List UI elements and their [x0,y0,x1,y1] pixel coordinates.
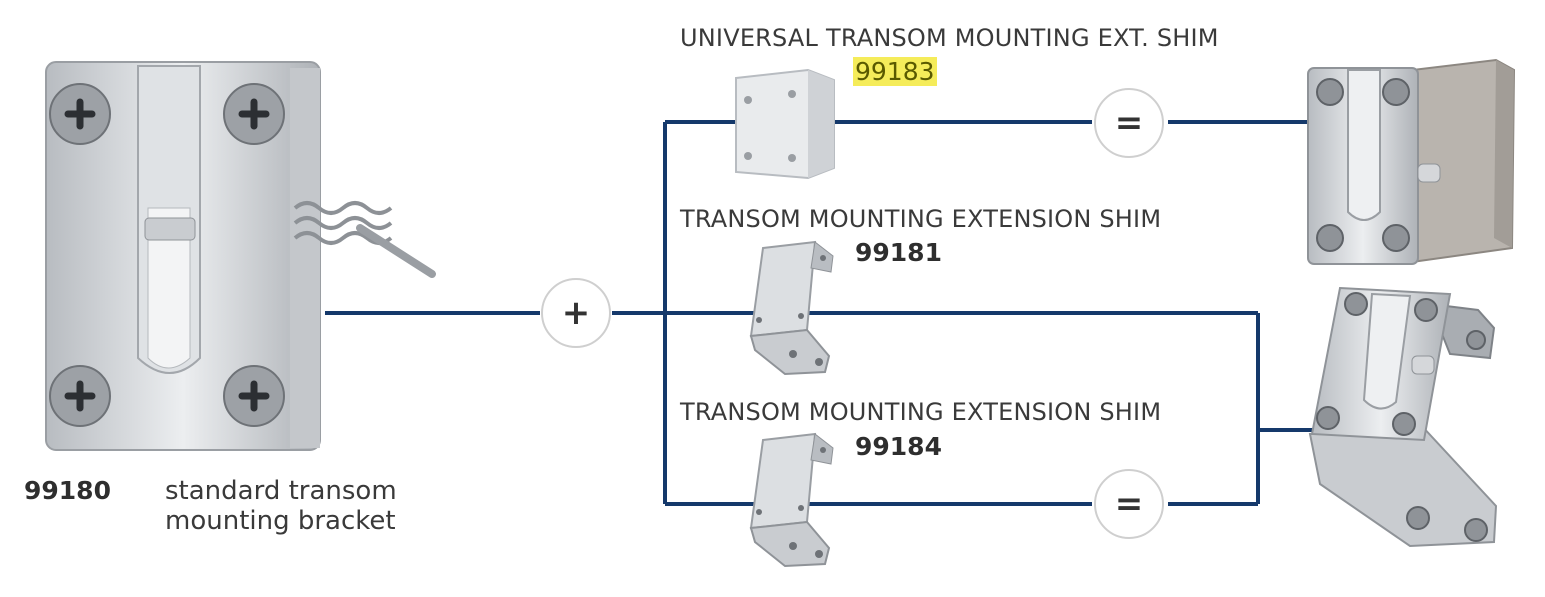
equals-operator-bottom: = [1094,469,1164,539]
shim-number-extension-2: 99184 [855,432,942,461]
shim-label-extension-2: TRANSOM MOUNTING EXTENSION SHIM [680,398,1162,426]
shim-number-universal: 99183 [853,57,937,86]
angle-shim-image [749,432,834,568]
angle-shim-image [749,240,834,376]
equals-operator-top: = [1094,88,1164,158]
shim-label-universal: UNIVERSAL TRANSOM MOUNTING EXT. SHIM [680,24,1219,52]
shim-label-extension-1: TRANSOM MOUNTING EXTENSION SHIM [680,205,1162,233]
main-description-line2: mounting bracket [165,506,396,536]
main-description-line1: standard transom [165,476,397,506]
white-block-shim-image [735,68,835,180]
shim-number-extension-1: 99181 [855,238,942,267]
bracket-image [45,61,436,451]
assembled-block-bracket-image [1307,58,1516,265]
main-part-number: 99180 [24,476,111,505]
main-part-description: standard transom mounting bracket [165,476,397,536]
plus-operator: + [541,278,611,348]
assembled-angle-bracket-image [1308,286,1498,548]
